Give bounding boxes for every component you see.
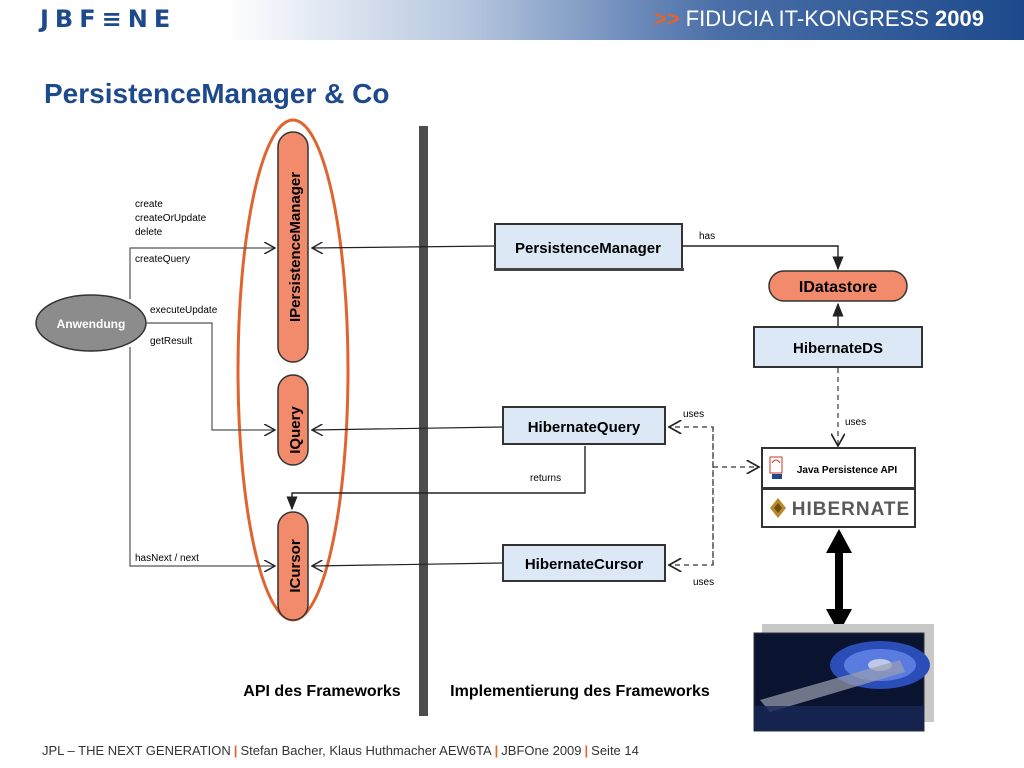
hibernateds-label: HibernateDS — [793, 340, 883, 357]
page-title: PersistenceManager & Co — [44, 78, 390, 109]
idatastore-label: IDatastore — [799, 279, 877, 296]
has-connector — [682, 245, 844, 271]
call-get-result: getResult — [150, 336, 192, 347]
hibernateds-box — [753, 326, 923, 368]
iquery-label: IQuery — [287, 406, 304, 454]
footer-title: JPL – THE NEXT GENERATION — [42, 743, 231, 758]
call-execute-update: executeUpdate — [150, 305, 218, 316]
hibernate-logo-box — [761, 488, 916, 528]
call-has-next: hasNext / next — [135, 553, 199, 564]
header-banner: JBF≡NE >>FIDUCIA IT-KONGRESS 2009 — [0, 0, 1024, 40]
uses-dashed-lines — [669, 368, 838, 565]
anwendung-call-lines — [129, 248, 275, 566]
jbfone-logo: JBF≡NE — [40, 5, 177, 33]
footer-separator: | — [494, 743, 499, 758]
database-double-arrow — [826, 529, 852, 633]
congress-arrows: >> — [653, 6, 680, 31]
persistencemanager-box — [494, 223, 683, 271]
footer-event: JBFOne 2009 — [501, 743, 582, 758]
icursor-label: ICursor — [287, 539, 304, 593]
footer-authors: Stefan Bacher, Klaus Huthmacher AEW6TA — [240, 743, 492, 758]
hibernatecursor-box — [502, 544, 666, 582]
call-create-query: createQuery — [135, 254, 190, 265]
hibernate-logo-text: HIBERNATE — [792, 499, 910, 520]
returns-connector — [286, 446, 586, 511]
java-cup-icon — [769, 456, 783, 479]
hibernatequery-label: HibernateQuery — [528, 419, 641, 436]
api-section-label: API des Frameworks — [243, 683, 401, 700]
uses-ds-label: uses — [845, 417, 866, 428]
ipersistencemanager-pill — [277, 131, 309, 363]
persistencemanager-shadow — [495, 268, 684, 271]
uses-query-label: uses — [683, 409, 704, 420]
congress-title: >>FIDUCIA IT-KONGRESS 2009 — [654, 6, 984, 32]
idatastore-pill — [768, 270, 908, 302]
ipersistencemanager-label: IPersistenceManager — [287, 172, 304, 322]
congress-name: FIDUCIA IT-KONGRESS — [685, 6, 929, 31]
call-create: create — [135, 199, 163, 210]
footer-page: Seite 14 — [591, 743, 639, 758]
anwendung-label: Anwendung — [57, 317, 126, 331]
congress-year: 2009 — [935, 6, 984, 31]
hibernatecursor-label: HibernateCursor — [525, 556, 644, 573]
iquery-pill — [277, 374, 309, 466]
icursor-pill — [277, 511, 309, 621]
persistencemanager-label: PersistenceManager — [515, 240, 661, 257]
footer: JPL – THE NEXT GENERATION|Stefan Bacher,… — [42, 743, 639, 758]
call-delete: delete — [135, 227, 163, 238]
hibernatequery-box — [502, 406, 666, 445]
hard-disk-image — [753, 624, 934, 732]
returns-label: returns — [530, 473, 561, 484]
footer-separator: | — [584, 743, 589, 758]
has-label: has — [699, 231, 715, 242]
footer-separator: | — [233, 743, 238, 758]
impl-section-label: Implementierung des Frameworks — [450, 683, 710, 700]
jpa-box — [761, 447, 916, 489]
jpa-label: Java Persistence API — [797, 465, 897, 476]
hibernate-logo-icon — [770, 498, 786, 518]
impl-to-interface-arrows — [312, 246, 504, 566]
uses-cursor-label: uses — [693, 577, 714, 588]
call-create-or-update: createOrUpdate — [135, 213, 207, 224]
api-impl-divider — [419, 126, 428, 716]
